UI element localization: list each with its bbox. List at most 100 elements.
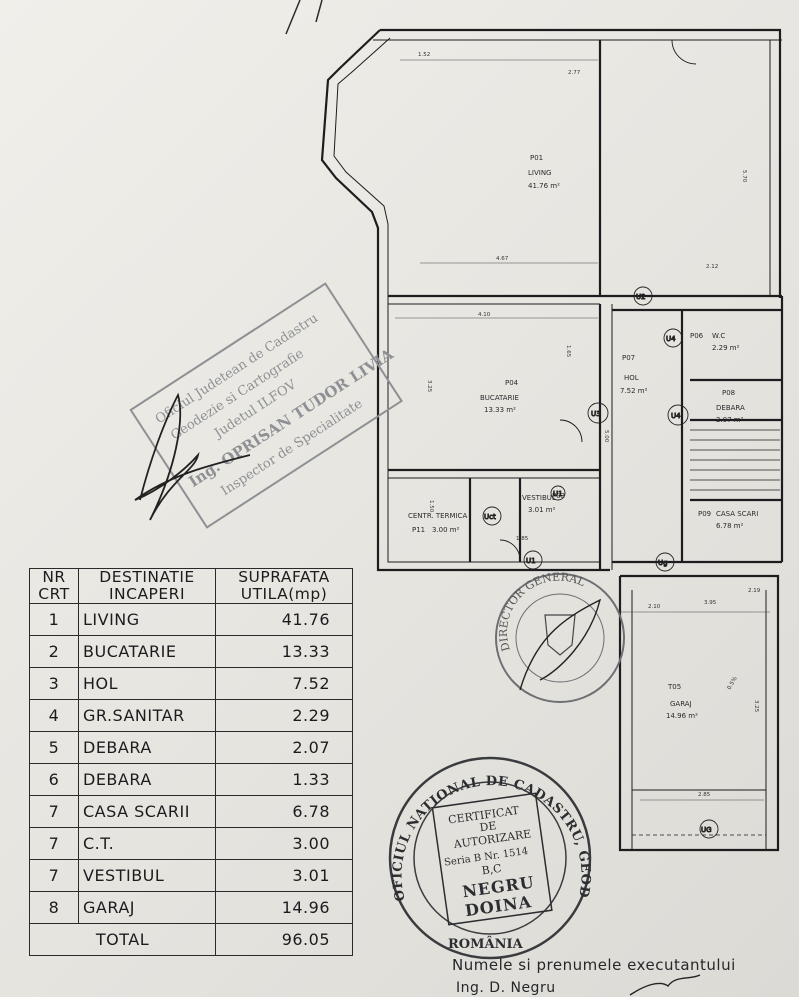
cell-area: 2.29 xyxy=(215,699,353,732)
cell-area: 13.33 xyxy=(215,635,353,668)
executant-name: Ing. D. Negru xyxy=(456,980,556,996)
cell-nr: 4 xyxy=(29,699,79,732)
dimension-label: 2.77 xyxy=(568,70,581,76)
executant-signature xyxy=(629,974,701,996)
dimension-label: 2.85 xyxy=(698,792,711,798)
marker: U2 xyxy=(636,293,646,301)
table-total-row: TOTAL 96.05 xyxy=(29,923,353,956)
room-name: DEBARA xyxy=(716,404,745,412)
room-area: 13.33 m² xyxy=(484,406,516,414)
room-name: BUCATARIE xyxy=(480,394,519,402)
room-name: LIVING xyxy=(528,169,551,177)
marker: Ug xyxy=(658,559,668,567)
table-header-row: NR CRT DESTINATIE INCAPERI SUPRAFATA UTI… xyxy=(29,568,353,604)
dimension-label: 3.25 xyxy=(426,380,432,393)
dimension-label: 2.10 xyxy=(648,604,661,610)
dimension-label: 1.85 xyxy=(516,536,529,542)
room-area: 14.96 m² xyxy=(666,712,698,720)
cell-nr: 7 xyxy=(29,859,79,892)
room-name: GARAJ xyxy=(670,700,692,708)
room-code: P06 xyxy=(690,332,704,340)
dimension-label: 0.5% xyxy=(727,676,739,691)
cell-area: 1.33 xyxy=(215,763,353,796)
director-signature xyxy=(519,598,602,691)
dimension-label: 4.67 xyxy=(496,256,509,262)
room-code: P03 xyxy=(552,492,565,500)
dimension-label: 1.50 xyxy=(428,500,434,513)
marker: U1 xyxy=(553,490,563,498)
room-code: P04 xyxy=(505,379,519,387)
cell-area: 3.00 xyxy=(215,827,353,860)
room-code: P09 xyxy=(698,510,711,518)
stamp-inner-line: DE xyxy=(479,819,498,834)
area-table: NR CRT DESTINATIE INCAPERI SUPRAFATA UTI… xyxy=(29,568,353,956)
stamp-text: DIRECTOR GENERAL xyxy=(497,570,588,652)
plan-walls xyxy=(320,28,784,852)
marker: U1 xyxy=(526,557,536,565)
header-destinatie: DESTINATIE INCAPERI xyxy=(78,568,216,604)
room-code: T05 xyxy=(667,683,681,691)
stamp-inner-line: B,C xyxy=(481,862,503,878)
header-suprafata: SUPRAFATA UTILA(mp) xyxy=(215,568,353,604)
room-name: HOL xyxy=(624,374,639,382)
room-area: 6.78 m² xyxy=(716,522,744,530)
signature xyxy=(134,392,251,521)
room-name: CENTR. TERMICA xyxy=(408,512,467,520)
plan-markers: U2 U3 U4 U4 U1 Uct U1 Ug UG xyxy=(482,286,719,839)
cell-nr: 6 xyxy=(29,763,79,796)
dimension-label: 2.19 xyxy=(748,588,761,594)
cell-area: 6.78 xyxy=(215,795,353,828)
executant-label: Numele si prenumele executantului xyxy=(452,956,736,974)
room-area: 41.76 m² xyxy=(528,182,560,190)
total-value: 96.05 xyxy=(215,923,353,956)
dimension-label: 3.25 xyxy=(753,700,759,713)
cell-name: DEBARA xyxy=(78,731,216,764)
dimension-label: 4.10 xyxy=(478,312,491,318)
cell-name: VESTIBUL xyxy=(78,859,216,892)
cell-name: DEBARA xyxy=(78,763,216,796)
cell-name: CASA SCARII xyxy=(78,795,216,828)
room-area: 2.29 m² xyxy=(712,344,740,352)
cell-area: 41.76 xyxy=(215,603,353,636)
room-code: P08 xyxy=(722,389,735,397)
cell-nr: 7 xyxy=(29,795,79,828)
inspector-stamp: Oficiul Judetean de Cadastru Geodezie si… xyxy=(129,282,403,529)
cell-nr: 1 xyxy=(29,603,79,636)
marker: UG xyxy=(701,826,712,834)
room-name: VESTIBUL xyxy=(522,494,556,502)
marker: U4 xyxy=(671,412,681,420)
dimension-label: 5.00 xyxy=(603,430,609,443)
cell-nr: 2 xyxy=(29,635,79,668)
dimension-label: 3.95 xyxy=(704,600,717,606)
cell-name: BUCATARIE xyxy=(78,635,216,668)
header-nr: NR CRT xyxy=(29,568,79,604)
room-area: 3.00 m² xyxy=(432,526,460,534)
cell-nr: 8 xyxy=(29,891,79,924)
cell-name: GR.SANITAR xyxy=(78,699,216,732)
dimension-label: 2.12 xyxy=(706,264,718,270)
room-labels: P01 LIVING 41.76 m² P04 BUCATARIE 13.33 … xyxy=(408,154,758,720)
dimension-label: 1.52 xyxy=(418,52,430,58)
cell-name: HOL xyxy=(78,667,216,700)
cell-area: 14.96 xyxy=(215,891,353,924)
cell-area: 7.52 xyxy=(215,667,353,700)
room-area: 3.01 m² xyxy=(528,506,556,514)
room-area: 2.07 m² xyxy=(716,416,744,424)
room-code: P01 xyxy=(530,154,543,162)
room-area: 7.52 m² xyxy=(620,387,648,395)
stamp-bottom-text: ROMÂNIA xyxy=(448,936,524,952)
room-name: W.C xyxy=(712,332,725,340)
dimension-label: 1.65 xyxy=(565,345,571,358)
cell-nr: 3 xyxy=(29,667,79,700)
plan-dimensions: 1.52 2.77 5.70 4.67 2.12 4.10 3.25 1.65 … xyxy=(418,52,761,798)
pen-stroke xyxy=(285,0,323,35)
room-name: CASA SCARI xyxy=(716,510,758,518)
